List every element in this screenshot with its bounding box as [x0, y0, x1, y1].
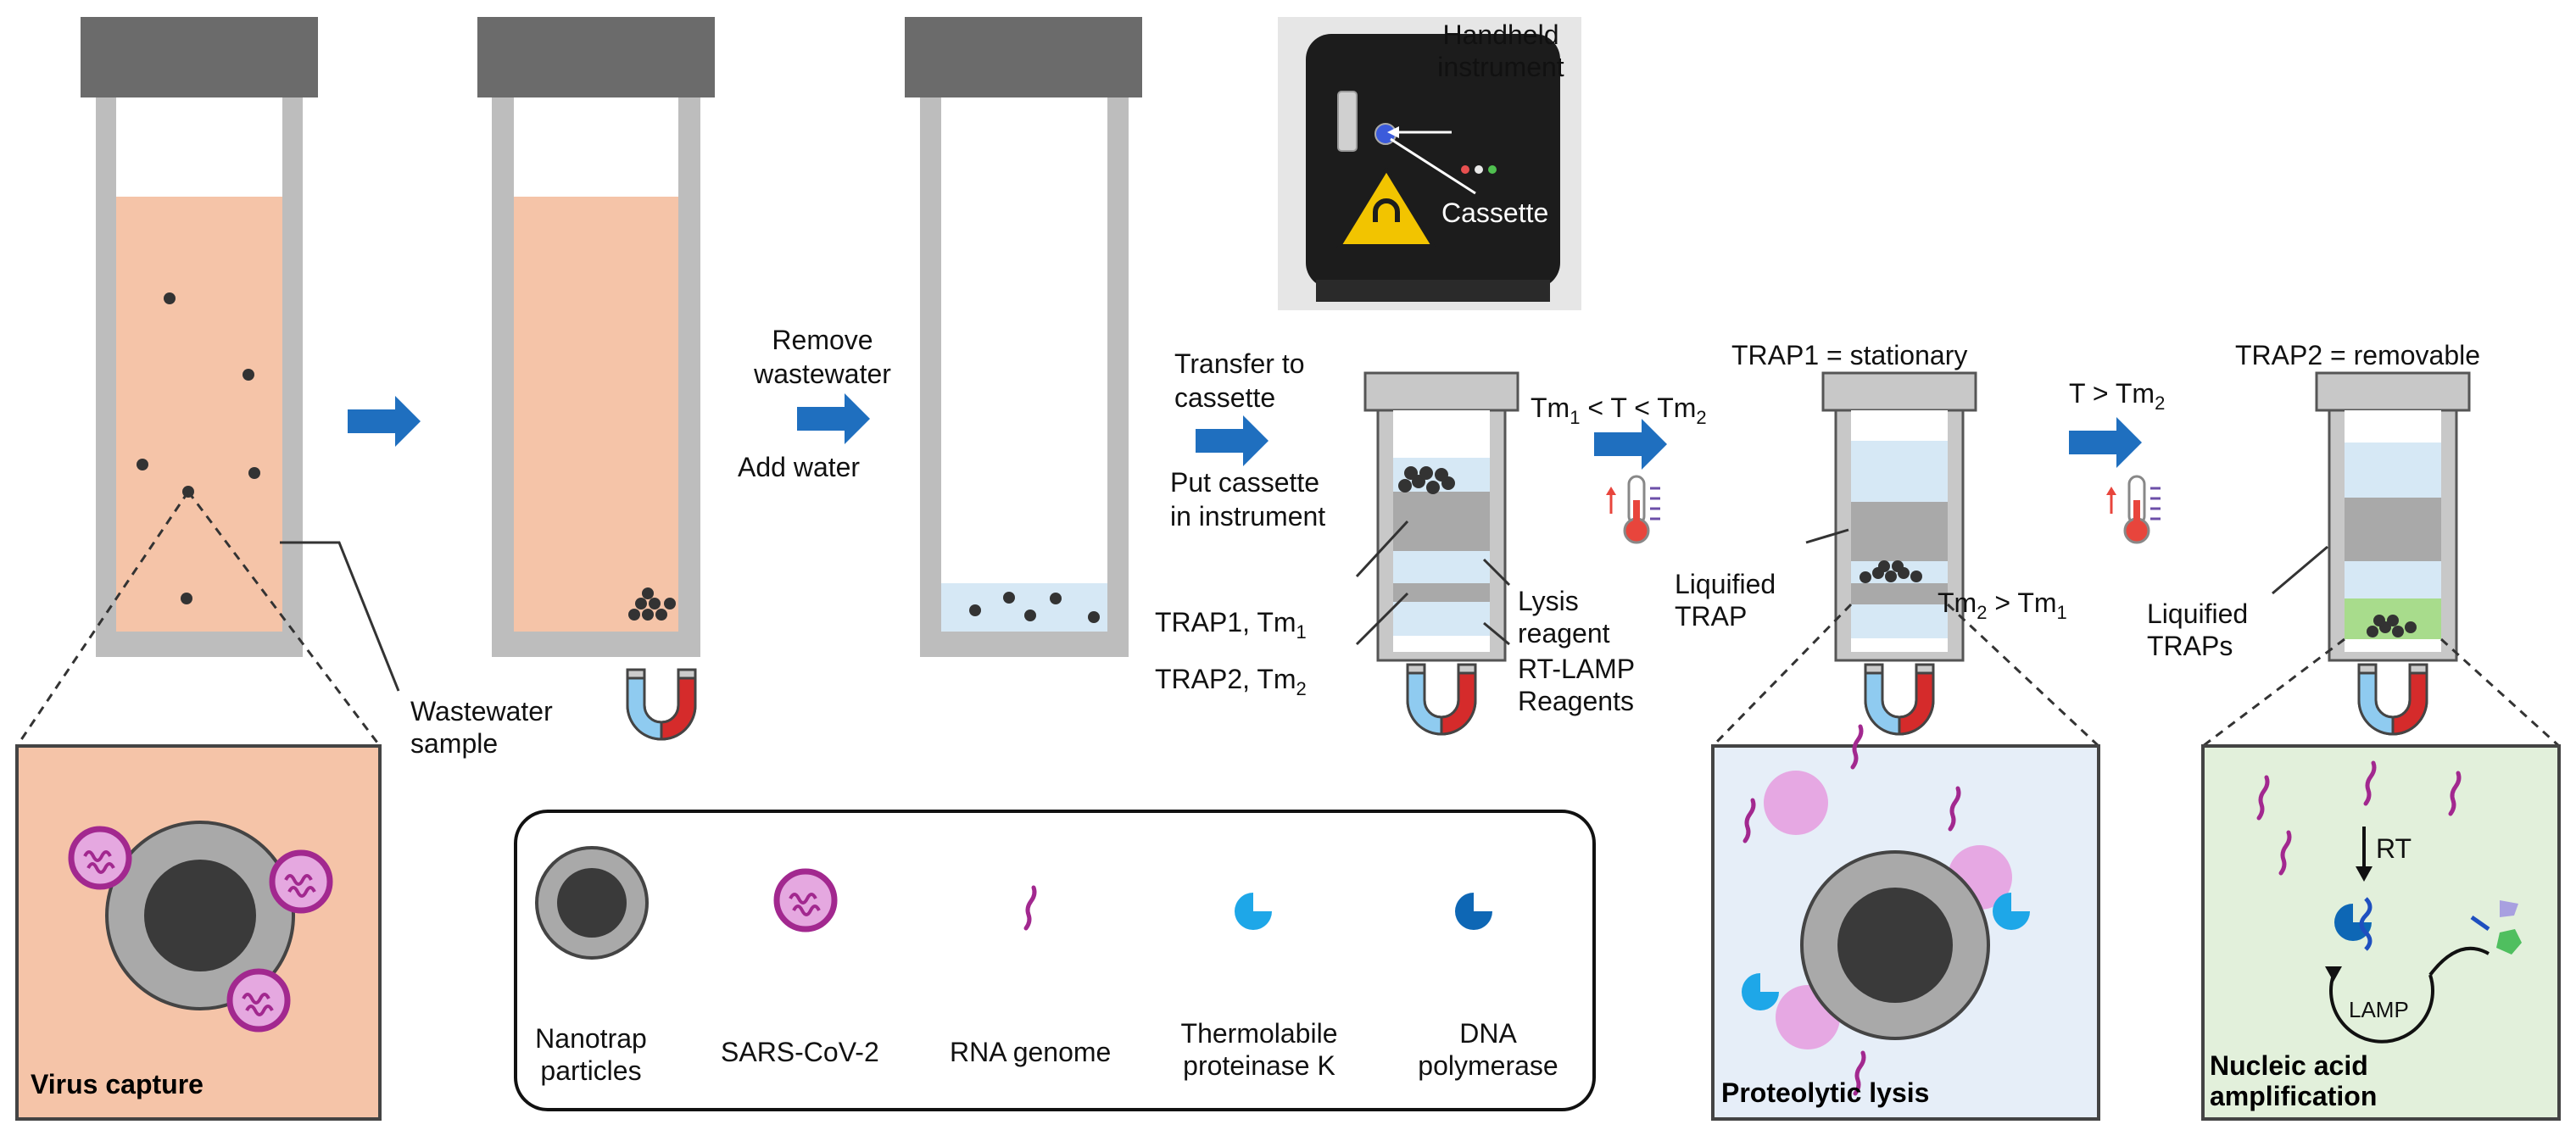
label-trap1-stationary: TRAP1 = stationary: [1731, 340, 1967, 370]
sars-cov-2-icon: [272, 853, 330, 910]
magnet-icon: [1406, 663, 1477, 736]
wastewater-liquid: [514, 197, 678, 632]
panel-title-proteolytic-lysis: Proteolytic lysis: [1721, 1077, 1929, 1108]
trap2-layer: [1851, 583, 1948, 604]
step-add-water: Add water: [738, 452, 860, 482]
legend-label-rna-genome: RNA genome: [950, 1037, 1111, 1067]
trap1-layer: [1393, 492, 1490, 551]
step-arrow: [348, 396, 421, 447]
water-liquid: [941, 583, 1107, 632]
lysis-reagent-layer: [1393, 551, 1490, 583]
label-trap2-removable: TRAP2 = removable: [2235, 340, 2480, 370]
sars-cov-2-icon: [230, 971, 287, 1029]
step-arrow: [1196, 415, 1268, 466]
label-trap1-tm1: TRAP1, Tm1: [1155, 607, 1307, 643]
panel-title-virus-capture: Virus capture: [31, 1069, 204, 1099]
step-arrow: [1594, 419, 1667, 470]
label-rt: RT: [2376, 833, 2412, 864]
label-trap2-tm2: TRAP2, Tm2: [1155, 664, 1307, 699]
tube-cap: [81, 17, 318, 97]
legend-label-sars-cov-2: SARS-CoV-2: [721, 1037, 879, 1067]
step-arrow: [797, 393, 870, 444]
lysed-virus: [1764, 771, 1828, 835]
tube-wastewater-capture: [15, 17, 382, 747]
condition-t-gt-tm2: T > Tm2: [2069, 378, 2165, 414]
sars-cov-2-icon: [777, 871, 834, 929]
magnet-icon: [1864, 663, 1935, 736]
cassette-trap1-melted: [1821, 371, 1977, 662]
wastewater-liquid: [116, 197, 282, 632]
label-tm2-gt-tm1: Tm2 > Tm1: [1938, 587, 2067, 623]
panel-virus-capture: Virus capture: [15, 744, 382, 1121]
tube-water-resuspended: [905, 17, 1142, 657]
tube-magnetic-separation: [477, 17, 715, 657]
rt-lamp-layer: [1393, 602, 1490, 636]
sars-cov-2-icon: [71, 829, 129, 887]
liquified-trap-layer: [2345, 498, 2441, 561]
condition-tm1-t-tm2: Tm1 < T < Tm2: [1531, 392, 1707, 428]
label-lamp: LAMP: [2349, 997, 2409, 1022]
cassette-trap2-melted: [2315, 371, 2471, 662]
magnet-icon: [626, 668, 697, 741]
thermometer-icon: [1604, 475, 1662, 544]
label-cassette: Cassette: [1441, 198, 1548, 228]
liquified-trap-layer: [1851, 502, 1948, 561]
magnet-icon: [2357, 663, 2428, 736]
trap2-layer: [1393, 583, 1490, 602]
panel-proteolytic-lysis: Proteolytic lysis: [1711, 726, 2100, 1121]
step-arrow: [2069, 417, 2142, 468]
cassette-initial: [1363, 371, 1519, 662]
tube-cap: [477, 17, 715, 97]
thermometer-icon: [2105, 475, 2162, 544]
tube-cap: [905, 17, 1142, 97]
